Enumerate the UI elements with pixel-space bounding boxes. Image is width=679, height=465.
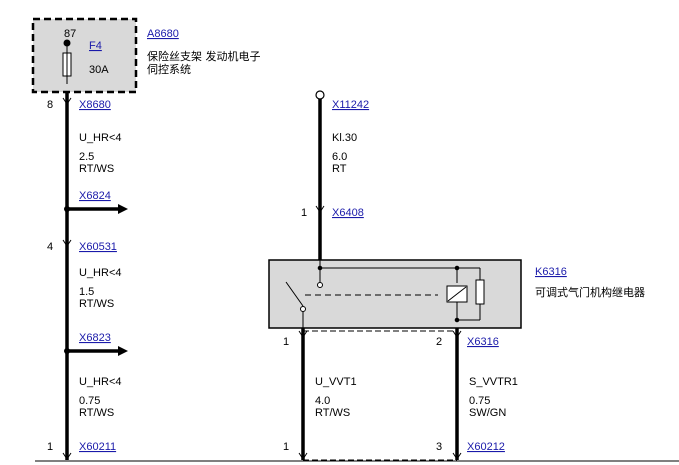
left-w3-color: RT/WS: [79, 407, 114, 419]
connector-mark: [452, 330, 462, 338]
connector-mark: [315, 205, 325, 213]
left-w2-signal: U_HR<4: [79, 267, 122, 279]
connector-mark: [452, 452, 462, 460]
relay-out-right-pin: 3: [436, 441, 442, 453]
terminal-circle: [315, 90, 325, 100]
fuse-ref-link[interactable]: F4: [89, 40, 102, 52]
connector-mark: [298, 330, 308, 338]
left-w3-size: 0.75: [79, 395, 100, 407]
relay-out-left-color: RT/WS: [315, 407, 350, 419]
connector-mark: [62, 97, 72, 105]
relay-out-right-ref-link[interactable]: X60212: [467, 441, 505, 453]
connector-mark: [298, 452, 308, 460]
relay-out-left-size: 4.0: [315, 395, 330, 407]
fuse-carrier-box: [31, 17, 138, 94]
relay-pin-right: 2: [436, 336, 442, 348]
relay-internal-wiring: [285, 260, 485, 330]
relay-out-right-size: 0.75: [469, 395, 490, 407]
fuse-carrier-ref-link[interactable]: A8680: [147, 28, 179, 40]
left-w1-signal: U_HR<4: [79, 132, 122, 144]
left-c3-pin: 1: [47, 441, 53, 453]
left-w2-color: RT/WS: [79, 298, 114, 310]
splice1-ref-link[interactable]: X6824: [79, 190, 111, 202]
middle-terminal-ref-link[interactable]: X11242: [332, 99, 369, 111]
left-w2-size: 1.5: [79, 286, 94, 298]
fuse-carrier-desc-line2: 伺控系统: [147, 62, 191, 76]
left-c2-pin: 4: [47, 241, 53, 253]
fuse-carrier-desc-line1: 保险丝支架 发动机电子: [147, 49, 261, 63]
middle-c1-ref-link[interactable]: X6408: [332, 207, 364, 219]
left-c2-ref-link[interactable]: X60531: [79, 241, 117, 253]
splice2-ref-link[interactable]: X6823: [79, 332, 111, 344]
connector-mark: [62, 239, 72, 247]
fuse-pin-number: 87: [64, 28, 76, 40]
middle-w1-signal: Kl.30: [332, 132, 357, 144]
left-w1-color: RT/WS: [79, 163, 114, 175]
left-c1-ref-link[interactable]: X8680: [79, 99, 111, 111]
middle-w1-size: 6.0: [332, 151, 347, 163]
middle-w1-color: RT: [332, 163, 347, 175]
relay-out-right-signal: S_VVTR1: [469, 376, 518, 388]
left-c1-pin: 8: [47, 99, 53, 111]
relay-conn-ref-link[interactable]: X6316: [467, 336, 499, 348]
left-c3-ref-link[interactable]: X60211: [79, 441, 116, 453]
relay-out-left-signal: U_VVT1: [315, 376, 357, 388]
left-w1-size: 2.5: [79, 151, 94, 163]
relay-pin-left: 1: [283, 336, 289, 348]
connector-mark: [62, 452, 72, 460]
middle-c1-pin: 1: [301, 207, 307, 219]
relay-out-right-color: SW/GN: [469, 407, 506, 419]
fuse-rating: 30A: [89, 64, 109, 76]
relay-ref-link[interactable]: K6316: [535, 266, 567, 278]
relay-out-left-pin: 1: [283, 441, 289, 453]
left-w3-signal: U_HR<4: [79, 376, 122, 388]
relay-desc: 可调式气门机构继电器: [535, 285, 645, 299]
